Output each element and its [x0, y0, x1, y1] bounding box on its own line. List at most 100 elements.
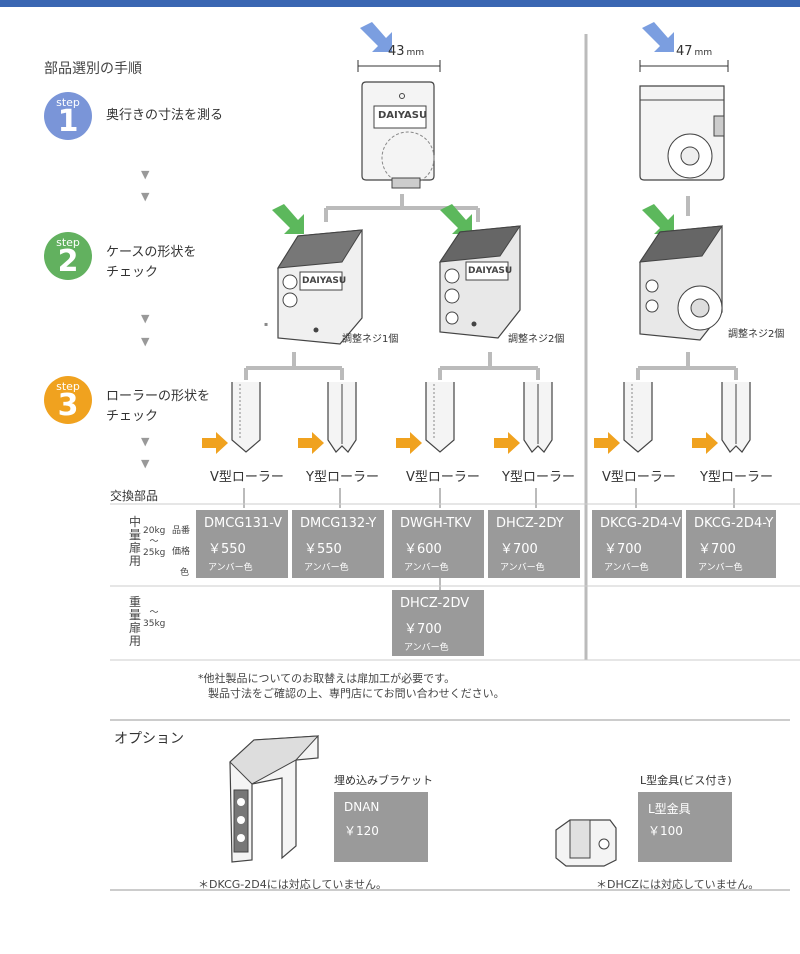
part-box-dwgh-tkv: DWGH-TKV ￥600 アンバー色 — [392, 510, 484, 578]
screw-label-two: 調整ネジ2個 — [508, 334, 565, 345]
option-note: ＊DKCG-2D4には対応していません。 — [198, 878, 388, 891]
range-max: 35kg — [143, 619, 166, 629]
step-number: 2 — [57, 244, 79, 279]
connector-lines — [636, 352, 738, 380]
brand-label: DAIYASU — [378, 110, 428, 121]
medium-door-range: 20kg 〜 25kg — [143, 526, 165, 559]
part-code: DWGH-TKV — [400, 516, 472, 531]
table-lines — [110, 503, 800, 661]
orange-arrow-icon — [298, 432, 324, 454]
roller-y-shape — [327, 382, 357, 453]
heavy-door-range: 〜 35kg — [143, 608, 165, 630]
roller-label: Y型ローラー — [306, 470, 379, 485]
roller-case-side-view — [361, 81, 435, 189]
range-sep: 〜 — [149, 537, 159, 547]
step-number: 1 — [57, 104, 79, 139]
row-labels: 品番 価格 色 — [172, 521, 190, 584]
range-max: 25kg — [143, 548, 166, 558]
roller-case-right — [638, 225, 724, 341]
row-label-color: 色 — [180, 568, 190, 578]
option-code: L型金具 — [648, 802, 691, 816]
part-code: DHCZ-2DY — [496, 516, 564, 531]
option-price: ￥120 — [344, 824, 379, 838]
part-color: アンバー色 — [304, 563, 349, 573]
range-sep: 〜 — [149, 608, 159, 618]
green-arrow-icon — [272, 204, 304, 234]
blue-arrow-icon — [360, 22, 392, 52]
vertical-char: 量 — [128, 608, 141, 622]
part-price: ￥700 — [698, 542, 736, 557]
option-name: L型金具(ビス付き) — [640, 774, 732, 787]
part-color: アンバー色 — [404, 563, 449, 573]
small-mark: ▪ — [264, 321, 269, 328]
down-arrow-icon: ▼ — [141, 335, 150, 348]
part-color: アンバー色 — [604, 563, 649, 573]
note-line-2: 製品寸法をご確認の上、専門店にてお問い合わせください。 — [208, 687, 505, 700]
part-code: DMCG132-Y — [300, 516, 377, 531]
step-3-text: ローラーの形状を チェック — [106, 387, 210, 427]
blue-arrow-icon — [642, 22, 674, 52]
step-3-badge: step 3 — [44, 376, 92, 424]
roller-y-shape — [721, 382, 751, 453]
part-color: アンバー色 — [404, 643, 449, 653]
dimension-unit: mm — [406, 48, 425, 58]
part-price: ￥700 — [404, 622, 442, 637]
orange-arrow-icon — [494, 432, 520, 454]
vertical-char: 扉 — [128, 621, 141, 635]
option-box-l-bracket: L型金具 ￥100 — [638, 792, 732, 862]
part-price: ￥700 — [604, 542, 642, 557]
page-title: 部品選別の手順 — [44, 61, 142, 77]
option-code: DNAN — [344, 800, 380, 814]
row-label-code: 品番 — [172, 526, 191, 536]
brand-label: DAIYASU — [468, 266, 513, 276]
range-min: 20kg — [143, 526, 166, 536]
dimension-unit: mm — [694, 48, 713, 58]
part-price: ￥550 — [208, 542, 246, 557]
part-box-dmcg131-v: DMCG131-V ￥550 アンバー色 — [196, 510, 288, 578]
down-arrow-icon: ▼ — [141, 168, 150, 181]
note-line-1: *他社製品についてのお取替えは扉加工が必要です。 — [198, 672, 456, 685]
roller-label: V型ローラー — [602, 470, 676, 485]
down-arrow-icon: ▼ — [141, 190, 150, 203]
heavy-door-label: 重 量 扉 用 — [128, 596, 142, 648]
part-code: DKCG-2D4-V — [600, 516, 682, 531]
vertical-char: 重 — [128, 595, 141, 609]
step-2-line-2: チェック — [106, 265, 159, 280]
screw-label-one: 調整ネジ1個 — [342, 334, 399, 345]
part-code: DMCG131-V — [204, 516, 283, 531]
vertical-char: 用 — [128, 554, 141, 568]
options-title: オプション — [114, 731, 184, 747]
vertical-char: 扉 — [128, 541, 141, 555]
orange-arrow-icon — [692, 432, 718, 454]
part-box-dhcz-2dv: DHCZ-2DV ￥700 アンバー色 — [392, 590, 484, 656]
part-price: ￥700 — [500, 542, 538, 557]
roller-label: Y型ローラー — [502, 470, 575, 485]
part-box-dmcg132-y: DMCG132-Y ￥550 アンバー色 — [292, 510, 384, 578]
green-arrow-icon — [642, 204, 674, 234]
dimension-value: 47 — [676, 44, 693, 59]
step-1-badge: step 1 — [44, 92, 92, 140]
vertical-char: 用 — [128, 634, 141, 648]
step-number: 3 — [57, 388, 79, 423]
top-bar — [0, 0, 800, 7]
option-name: 埋め込みブラケット — [334, 774, 433, 787]
dimension-line-left — [357, 60, 441, 72]
part-box-dhcz-2dy: DHCZ-2DY ￥700 アンバー色 — [488, 510, 580, 578]
part-box-dkcg-2d4-v: DKCG-2D4-V ￥700 アンバー色 — [592, 510, 682, 578]
roller-label: V型ローラー — [210, 470, 284, 485]
screw-label-two-right: 調整ネジ2個 — [728, 329, 785, 340]
roller-label: Y型ローラー — [700, 470, 773, 485]
step-label: step — [56, 236, 80, 249]
roller-case-one-screw — [277, 229, 363, 345]
roller-v-shape — [623, 382, 653, 453]
part-code: DKCG-2D4-Y — [694, 516, 774, 531]
orange-arrow-icon — [594, 432, 620, 454]
orange-arrow-icon — [202, 432, 228, 454]
roller-y-shape — [523, 382, 553, 453]
roller-label: V型ローラー — [406, 470, 480, 485]
l-bracket-illustration — [555, 819, 617, 867]
dimension-value: 43 — [388, 44, 405, 59]
medium-door-label: 中 量 扉 用 — [128, 516, 142, 568]
